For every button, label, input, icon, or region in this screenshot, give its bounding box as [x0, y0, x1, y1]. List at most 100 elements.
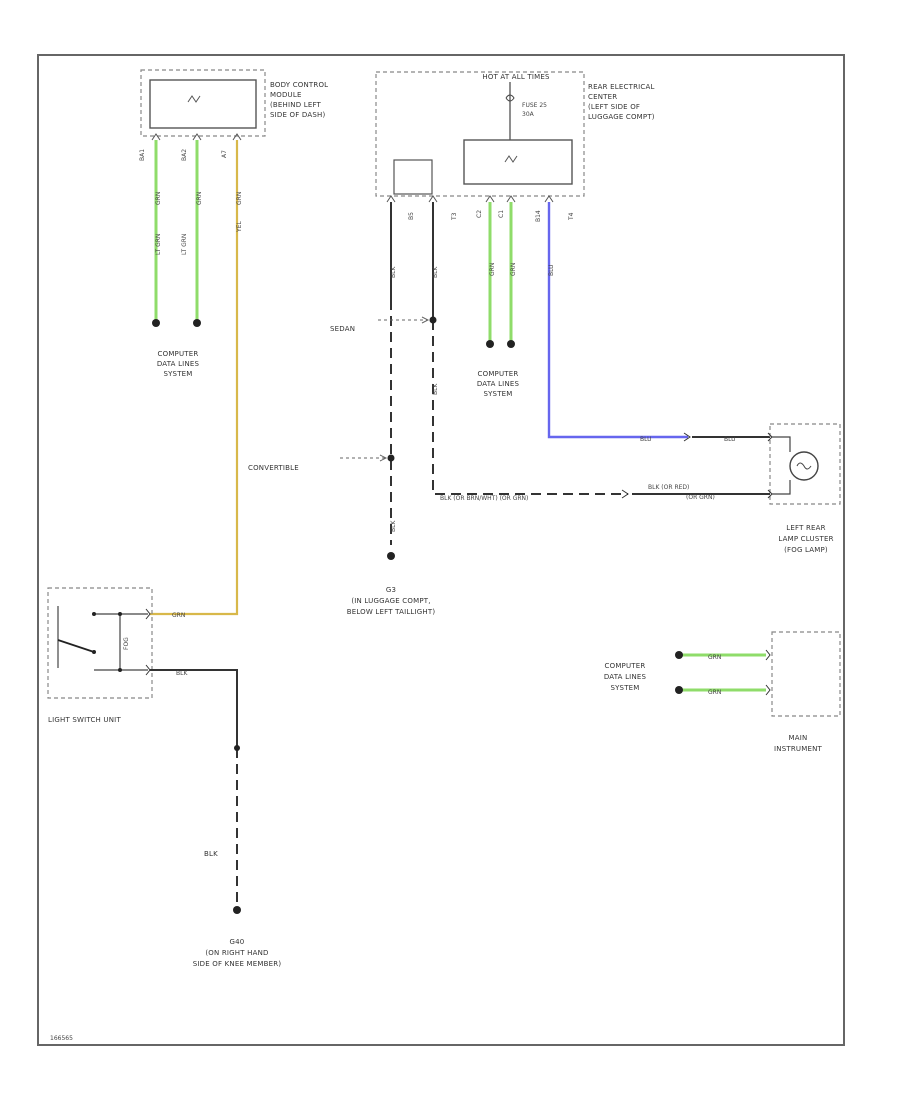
rec-module-icon [504, 155, 518, 163]
left-rear-lamp-cluster: LEFT REAR LAMP CLUSTER (FOG LAMP) [767, 423, 841, 554]
rec-pin-label: T4 [568, 212, 575, 221]
bcm-pin-connector [151, 133, 161, 141]
wire-color-label: BLU [724, 436, 736, 443]
rec-data-line-endpoint [486, 340, 494, 348]
switch-pin-connector [145, 608, 151, 620]
lamp-internal-wiring [772, 436, 791, 495]
bcm-label-line: (BEHIND LEFT [270, 101, 322, 109]
bcm-pin-label: A7 [221, 150, 228, 158]
switch-contact-point [92, 650, 96, 654]
bcm-pin-label: BA2 [181, 149, 188, 161]
switch-inner-label: FOG [123, 637, 130, 650]
switch-node [118, 668, 122, 672]
ground-g40-symbol [233, 906, 241, 914]
bcm-data-lines-label: DATA LINES [157, 360, 200, 368]
wire-color-label: BLK [432, 383, 439, 395]
wire-color-label: BLU [548, 264, 555, 276]
bcm-pin-connector [232, 133, 242, 141]
wire-color-label: BLK [176, 670, 188, 677]
fuse-label: FUSE 25 [522, 102, 547, 109]
rec-pin-label: B5 [408, 212, 415, 220]
wire-color-label: GRN [172, 612, 185, 619]
rec-pin-connector [386, 195, 396, 203]
rec-pin-label: B14 [535, 210, 542, 222]
rec-pin-label: T3 [451, 212, 458, 221]
rec-data-lines-label: SYSTEM [483, 390, 512, 398]
light-switch-dashed-boundary [47, 587, 153, 699]
sedan-variant-label: SEDAN [330, 325, 355, 333]
fuse-icon [505, 94, 515, 102]
rec-pin-connector [485, 195, 495, 203]
lamp-label: (FOG LAMP) [784, 546, 828, 554]
instrument-pin-connector [765, 684, 771, 696]
wire-color-label: LT GRN [181, 234, 188, 255]
bcm-data-lines-label: SYSTEM [163, 370, 192, 378]
bcm-data-line-endpoint [152, 319, 160, 327]
bcm-pin-connector [192, 133, 202, 141]
diagram-frame [37, 54, 845, 1046]
rec-pin-label: C2 [476, 210, 483, 218]
convertible-splice [387, 454, 395, 462]
convertible-arrow [379, 454, 388, 462]
wire-color-label: LT GRN [155, 234, 162, 255]
rec-data-line-endpoint [507, 340, 515, 348]
instrument-data-lines-label: SYSTEM [610, 684, 639, 692]
wire-color-label: BLK [204, 850, 218, 858]
rec-label-line: (LEFT SIDE OF [588, 103, 640, 111]
wire-color-label: GRN [708, 654, 721, 661]
ground-g40-label: (ON RIGHT HAND [205, 949, 268, 957]
wire-color-label: BLU [640, 436, 652, 443]
rec-wire-blue [547, 202, 688, 439]
light-switch-unit: FOG LIGHT SWITCH UNIT [47, 587, 153, 724]
instrument-data-line-endpoint [675, 686, 683, 694]
wire-color-label: BLK [390, 520, 397, 532]
rec-relay-box [393, 159, 433, 195]
harness-mid-label: BLK (OR BRN/WHT) (OR GRN) [440, 495, 528, 502]
bcm-data-lines-label: COMPUTER [158, 350, 199, 358]
wire-color-label: GRN [236, 192, 243, 205]
rec-pin-label: C1 [498, 210, 505, 218]
wire-color-label: GRN [510, 263, 517, 276]
rec-module-box [463, 139, 573, 185]
ground-g3-label: BELOW LEFT TAILLIGHT) [347, 608, 436, 616]
lamp-dashed-boundary [769, 423, 841, 505]
instrument-data-lines-label: COMPUTER [605, 662, 646, 670]
wire-color-label: GRN [155, 192, 162, 205]
lamp-label: LEFT REAR [786, 524, 825, 532]
main-instrument-dashed-boundary [771, 631, 841, 717]
instrument-data-line-endpoint [675, 651, 683, 659]
bcm-label-line: SIDE OF DASH) [270, 111, 325, 119]
rec-data-lines-label: DATA LINES [477, 380, 520, 388]
bcm-label-line: MODULE [270, 91, 302, 99]
bcm-wire-yellow [150, 140, 239, 616]
wire-color-label: YEL [236, 221, 243, 233]
bcm-data-line-endpoint [193, 319, 201, 327]
rec-pin-connector [506, 195, 516, 203]
light-switch-label: LIGHT SWITCH UNIT [48, 716, 121, 724]
rec-wire-blk-harness [432, 320, 628, 495]
rec-pin-connector [544, 195, 554, 203]
ground-g3-label: (IN LUGGAGE COMPT, [351, 597, 430, 605]
ground-g3-label: G3 [386, 586, 396, 594]
instrument-pin-connector [765, 649, 771, 661]
fog-lamp-filament [796, 462, 812, 470]
harness-right-label: BLK (OR RED) [648, 484, 689, 491]
harness-connector-arrow [621, 489, 629, 499]
sedan-arrow [421, 316, 430, 324]
main-instrument-label: INSTRUMENT [774, 745, 823, 753]
body-control-module: BODY CONTROL MODULE (BEHIND LEFT SIDE OF… [139, 69, 328, 161]
main-instrument-label: MAIN [789, 734, 808, 742]
switch-node [118, 612, 122, 616]
ground-g3-symbol [387, 552, 395, 560]
convertible-variant-label: CONVERTIBLE [248, 464, 299, 472]
bcm-box [149, 79, 257, 129]
switch-wire-blk [150, 669, 238, 748]
figure-id: 166565 [50, 1035, 73, 1042]
wire-color-label: BLK [390, 266, 397, 278]
bcm-module-icon [187, 95, 201, 103]
rec-label-line: LUGGAGE COMPT) [588, 113, 655, 121]
bcm-label-line: BODY CONTROL [270, 81, 328, 89]
harness-right-label: (OR GRN) [686, 494, 715, 501]
